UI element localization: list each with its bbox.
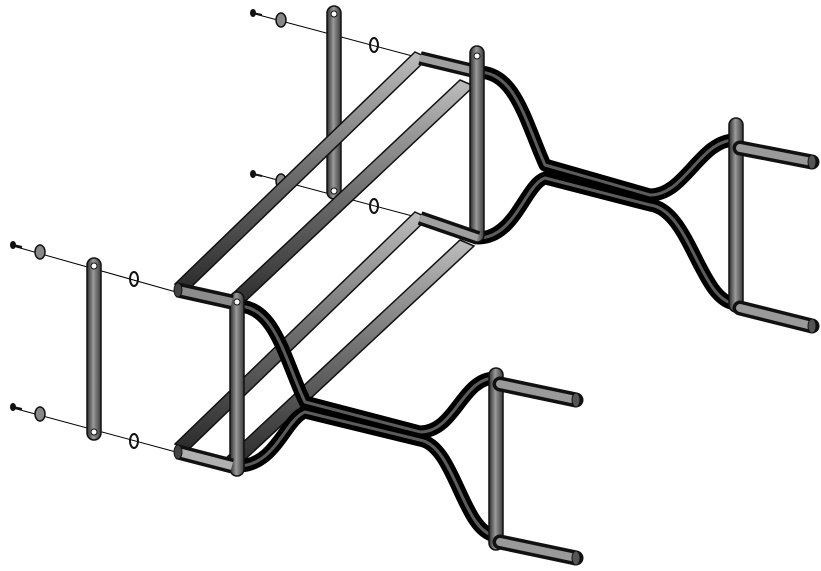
bent-tube-frame-upper: [471, 65, 820, 334]
upright-post-rear: [469, 45, 485, 243]
end-cap-tube: [492, 534, 584, 566]
washer: [129, 271, 139, 287]
assembly-lines: [12, 13, 421, 453]
end-cap-tube: [732, 140, 820, 170]
bolt: [250, 170, 263, 178]
bolt: [10, 403, 23, 411]
bolt: [250, 9, 263, 17]
bent-tube-frame-lower: [231, 299, 584, 566]
front-cross-tubes: [173, 282, 234, 474]
end-cap-tube: [492, 376, 584, 408]
end-cap-tube: [732, 300, 820, 334]
side-rail-upper: [173, 51, 480, 309]
washer: [34, 244, 46, 260]
washer: [369, 37, 379, 53]
loose-link-bar-front: [86, 257, 102, 441]
washer: [369, 198, 379, 214]
washer: [275, 12, 287, 28]
bolt: [10, 241, 23, 249]
washer: [34, 406, 46, 422]
loose-link-bar-rear: [326, 5, 342, 200]
washer: [129, 433, 139, 449]
upright-post-front: [229, 291, 245, 477]
